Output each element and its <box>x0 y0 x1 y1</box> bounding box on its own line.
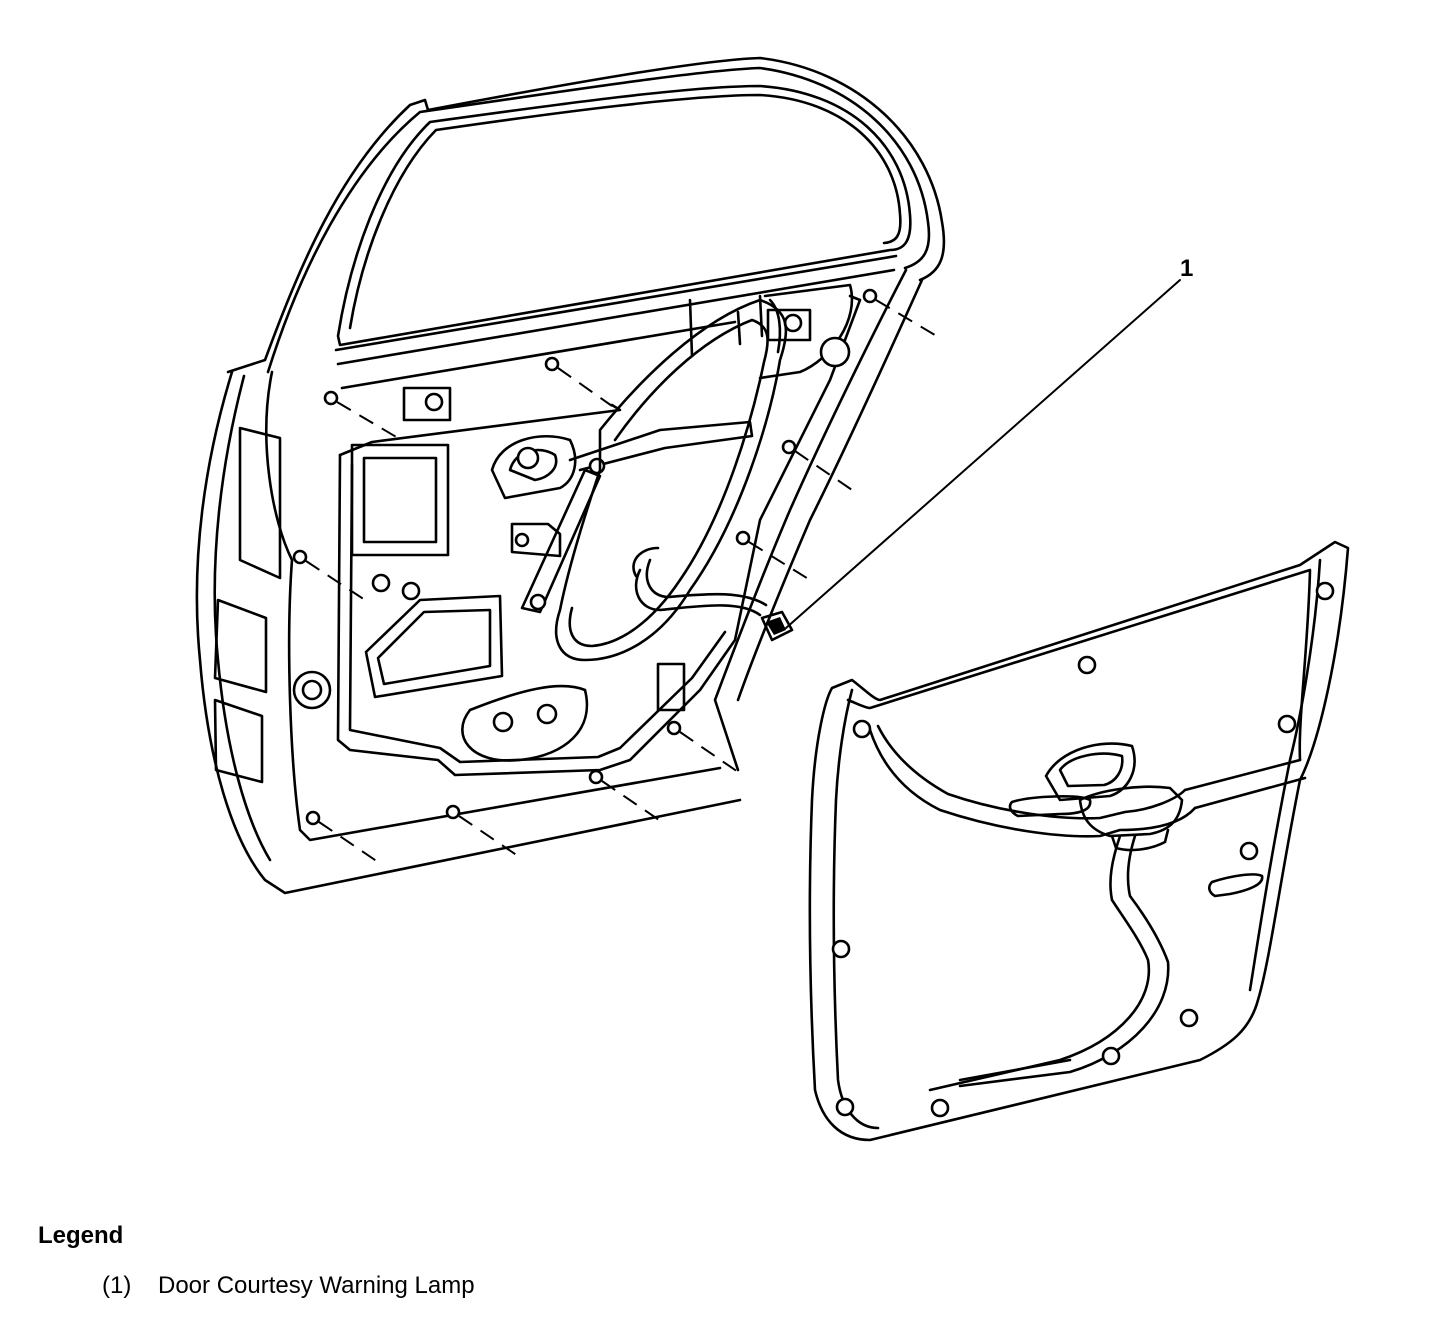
door-inner-panel <box>292 298 851 762</box>
door-lamp-diagram: 1 <box>195 56 1350 1142</box>
legend-item-number: (1) <box>102 1272 132 1299</box>
wiring-harness <box>632 546 768 617</box>
legend-item-label: Door Courtesy Warning Lamp <box>158 1272 475 1299</box>
door-courtesy-warning-lamp <box>760 610 794 642</box>
fastener-locations <box>292 288 941 863</box>
callout-1: 1 <box>785 255 1193 629</box>
callout-1-leader <box>785 279 1181 629</box>
legend-title: Legend <box>38 1222 124 1249</box>
door-frame <box>195 56 946 895</box>
legend-item: (1) Door Courtesy Warning Lamp <box>38 1272 475 1300</box>
legend: Legend (1) Door Courtesy Warning Lamp <box>38 1222 475 1300</box>
door-trim-panel <box>808 540 1350 1142</box>
callout-1-number: 1 <box>1180 255 1193 282</box>
